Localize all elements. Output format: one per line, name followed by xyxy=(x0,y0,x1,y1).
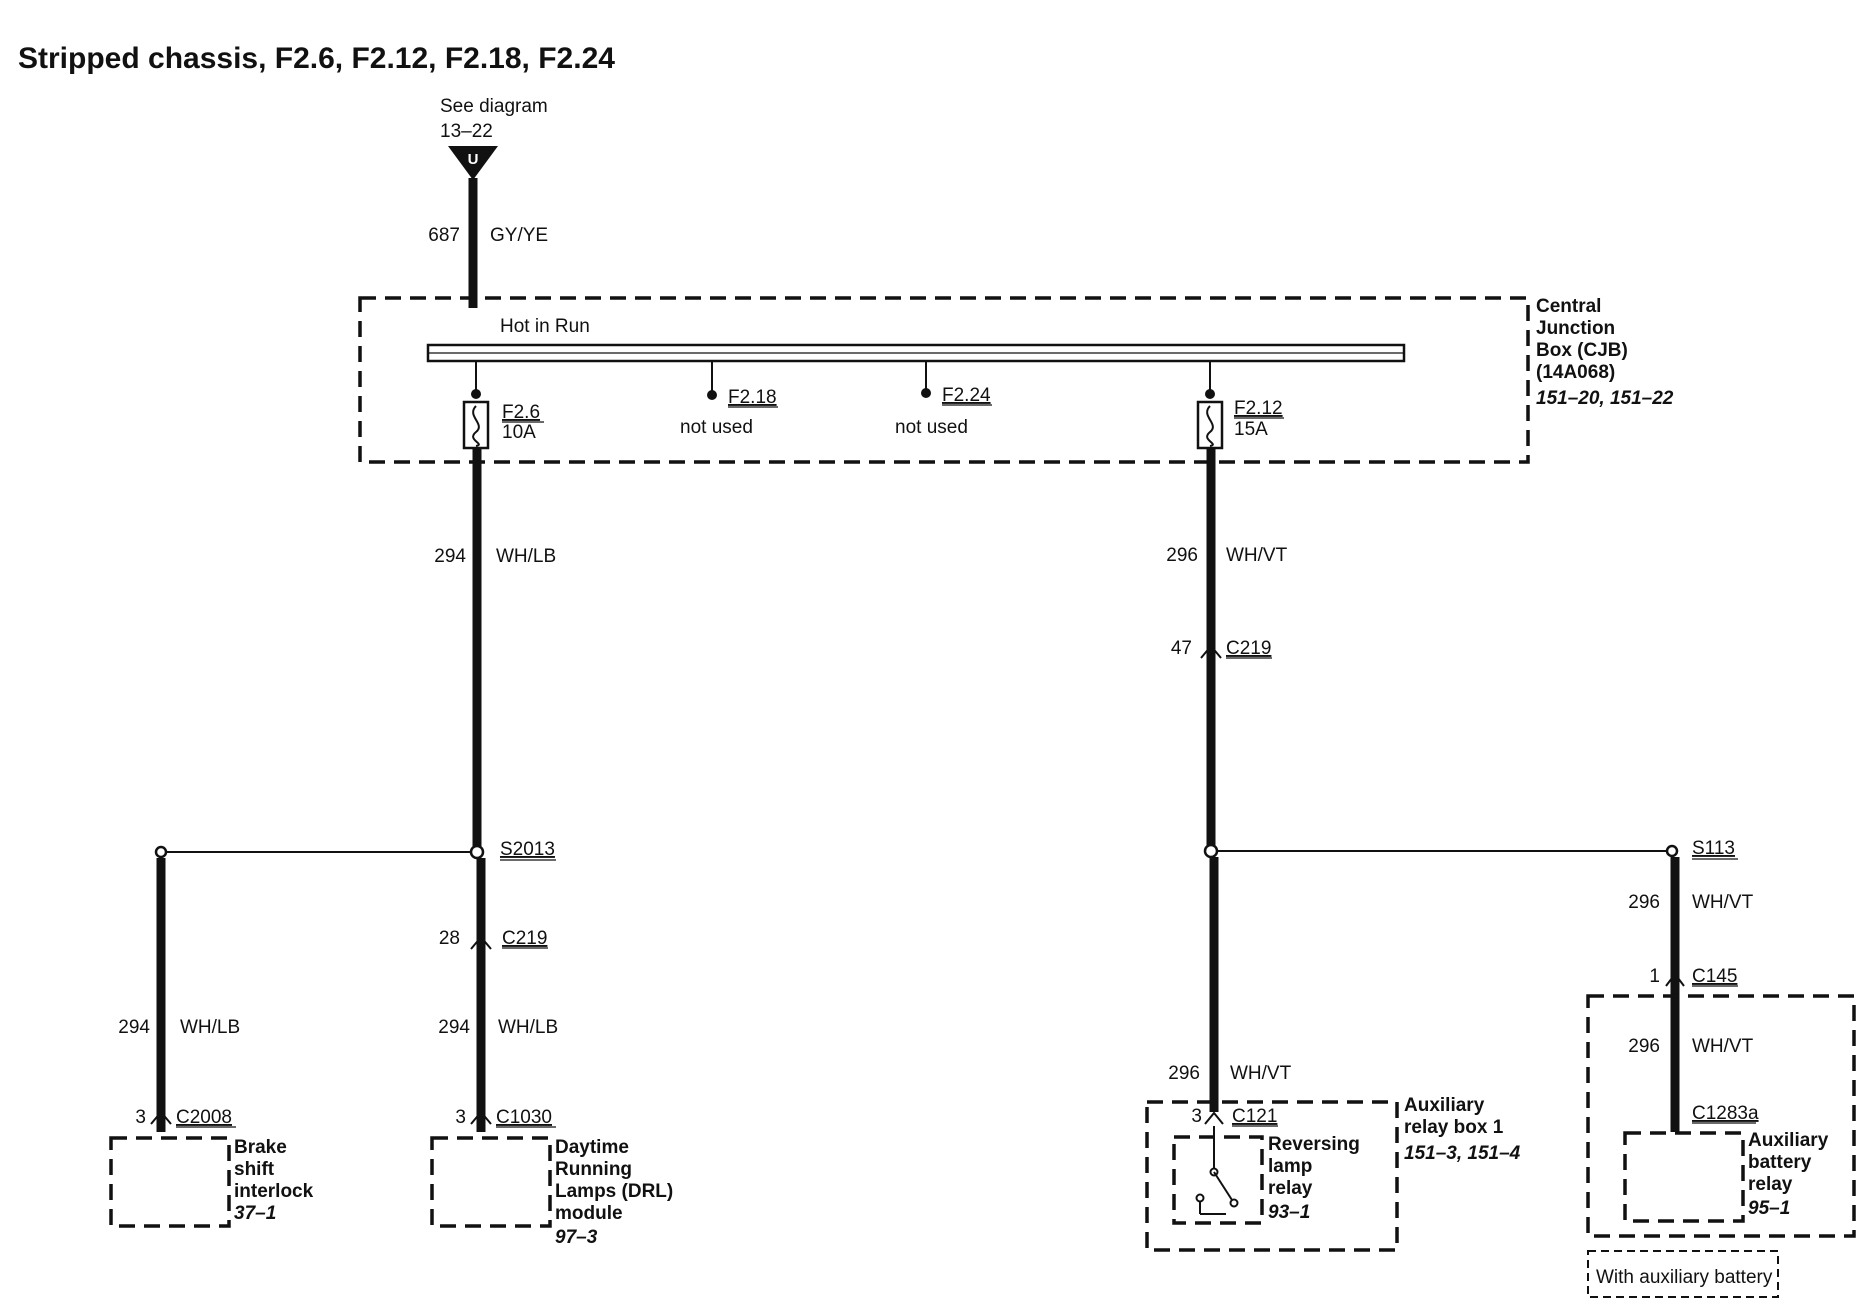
cjb-name-line3: Box (CJB) xyxy=(1536,340,1628,361)
wire-294-drl-color: WH/LB xyxy=(498,1017,558,1038)
left-c219-name: C219 xyxy=(502,928,547,949)
aux-battery-relay-line2: battery xyxy=(1748,1152,1812,1173)
diagram-title: Stripped chassis, F2.6, F2.12, F2.18, F2… xyxy=(18,42,615,75)
hot-in-run-label: Hot in Run xyxy=(500,316,590,337)
relay-switch-symbol xyxy=(1195,1126,1239,1215)
reversing-relay-line1: Reversing xyxy=(1268,1134,1360,1155)
drl-name-line3: Lamps (DRL) xyxy=(555,1181,673,1202)
see-diagram-label: See diagram xyxy=(440,96,548,117)
brake-name-line3: interlock xyxy=(234,1181,314,1202)
splice-s113-node xyxy=(1203,843,1219,859)
wire-296-main-color: WH/VT xyxy=(1226,545,1288,566)
splice-s113-label: S113 xyxy=(1692,838,1735,859)
wire-296-s113-color: WH/VT xyxy=(1692,892,1754,913)
fuse-f2-24-name: F2.24 xyxy=(942,385,991,406)
c1283a-name: C1283a xyxy=(1692,1103,1759,1124)
cjb-box xyxy=(358,296,1530,464)
brake-name-line1: Brake xyxy=(234,1137,287,1158)
fuse-f2-12 xyxy=(1196,361,1224,450)
option-note-text: With auxiliary battery xyxy=(1596,1267,1773,1288)
fuse-f2-18-status: not used xyxy=(680,417,753,438)
wire-294-brake-circuit: 294 xyxy=(118,1017,150,1038)
splice-s2013-node xyxy=(469,844,485,860)
wire-296-main-circuit: 296 xyxy=(1166,545,1198,566)
right-c219-name: C219 xyxy=(1226,638,1271,659)
reversing-relay-line2: lamp xyxy=(1268,1156,1312,1177)
aux-battery-relay-line1: Auxiliary xyxy=(1748,1130,1829,1151)
left-c219-pin: 28 xyxy=(439,928,460,949)
fuse-f2-6-rating: 10A xyxy=(502,422,536,443)
brake-ref: 37–1 xyxy=(234,1203,276,1224)
see-diagram-ref: 13–22 xyxy=(440,121,493,142)
wire-294-main-circuit: 294 xyxy=(434,546,466,567)
wire-294-drl-circuit: 294 xyxy=(438,1017,470,1038)
drl-pin: 3 xyxy=(455,1107,466,1128)
connector-u-symbol: U xyxy=(448,146,498,180)
cjb-name-line1: Central xyxy=(1536,296,1601,317)
wire-687-color: GY/YE xyxy=(490,225,548,246)
fuse-f2-18-name: F2.18 xyxy=(728,387,777,408)
wire-294-brake-color: WH/LB xyxy=(180,1017,240,1038)
c145-name: C145 xyxy=(1692,966,1737,987)
aux-battery-relay-ref: 95–1 xyxy=(1748,1198,1790,1219)
cjb-refs: 151–20, 151–22 xyxy=(1536,388,1674,409)
aux-relay-box-line2: relay box 1 xyxy=(1404,1117,1504,1138)
fuse-f2-6-name: F2.6 xyxy=(502,402,540,423)
drl-ref: 97–3 xyxy=(555,1227,598,1248)
drl-connector: C1030 xyxy=(496,1107,552,1128)
c145-pin: 1 xyxy=(1649,966,1660,987)
reversing-connector: C121 xyxy=(1232,1106,1277,1127)
wire-296-c145-color: WH/VT xyxy=(1692,1036,1754,1057)
drl-name-line4: module xyxy=(555,1203,623,1224)
reversing-relay-ref: 93–1 xyxy=(1268,1202,1310,1223)
brake-connector: C2008 xyxy=(176,1107,232,1128)
wire-294-main-color: WH/LB xyxy=(496,546,556,567)
connector-u-letter: U xyxy=(468,151,479,168)
aux-battery-relay-line3: relay xyxy=(1748,1174,1793,1195)
wire-296-s113-circuit: 296 xyxy=(1628,892,1660,913)
brake-name-line2: shift xyxy=(234,1159,275,1180)
aux-battery-relay-box xyxy=(1623,1131,1745,1223)
wire-687-circuit: 687 xyxy=(428,225,460,246)
cjb-name-line2: Junction xyxy=(1536,318,1615,339)
aux-relay-box-refs: 151–3, 151–4 xyxy=(1404,1143,1521,1164)
option-note-box xyxy=(1587,1250,1779,1298)
wire-296-reversing-color: WH/VT xyxy=(1230,1063,1292,1084)
fuse-f2-12-rating: 15A xyxy=(1234,419,1268,440)
reversing-lamp-relay-box xyxy=(1172,1135,1264,1225)
fuse-f2-6 xyxy=(462,361,490,450)
drl-name-line1: Daytime xyxy=(555,1137,629,1158)
fuse-f2-24-status: not used xyxy=(895,417,968,438)
aux-battery-option-box xyxy=(1586,994,1856,1238)
drl-name-line2: Running xyxy=(555,1159,632,1180)
drl-module-box xyxy=(430,1136,552,1228)
brake-shift-interlock-box xyxy=(109,1136,231,1228)
brake-pin: 3 xyxy=(135,1107,146,1128)
reversing-relay-line3: relay xyxy=(1268,1178,1313,1199)
wire-296-reversing-circuit: 296 xyxy=(1168,1063,1200,1084)
splice-s2013-label: S2013 xyxy=(500,839,555,860)
wire-296-c145-circuit: 296 xyxy=(1628,1036,1660,1057)
auxiliary-relay-box-1 xyxy=(1145,1100,1399,1252)
reversing-pin: 3 xyxy=(1191,1106,1202,1127)
aux-relay-box-line1: Auxiliary xyxy=(1404,1095,1485,1116)
right-c219-pin: 47 xyxy=(1171,638,1192,659)
cjb-name-line4: (14A068) xyxy=(1536,362,1615,383)
fuse-f2-12-name: F2.12 xyxy=(1234,398,1283,419)
